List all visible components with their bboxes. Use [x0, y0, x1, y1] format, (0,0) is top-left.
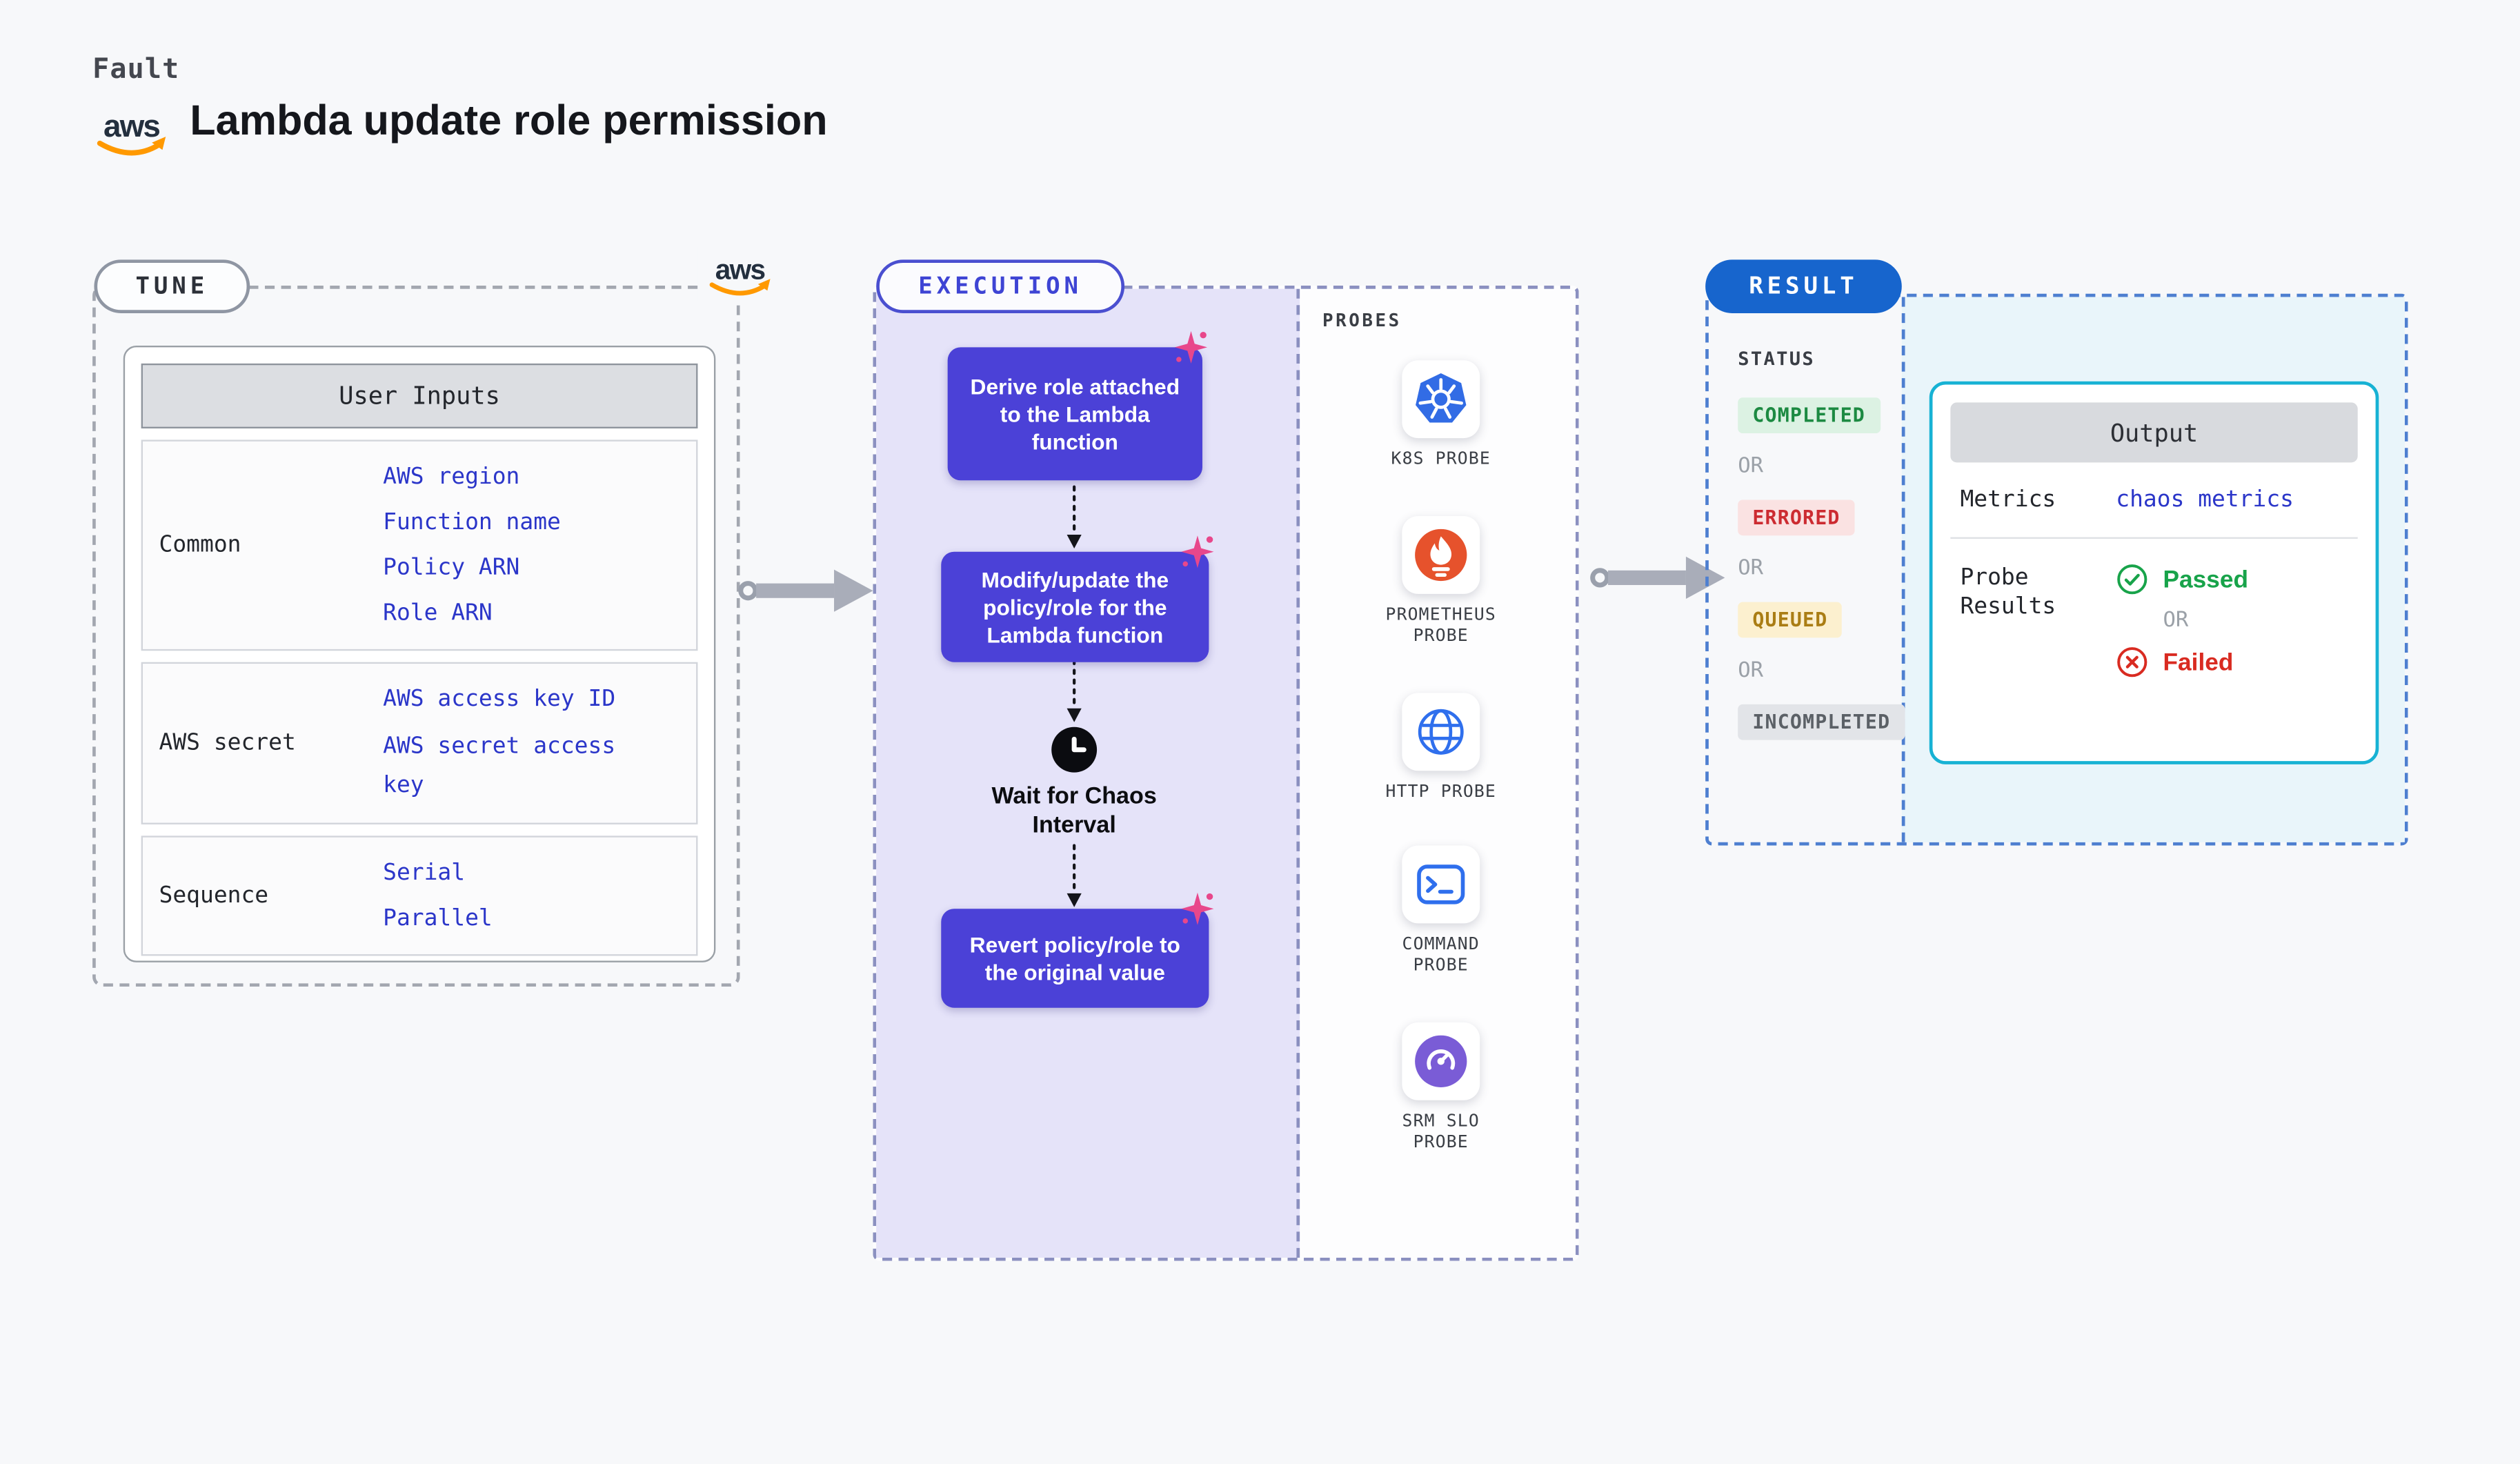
user-inputs-header: User Inputs [141, 363, 698, 428]
svg-text:aws: aws [715, 253, 765, 285]
prometheus-probe-card [1402, 515, 1480, 594]
output-header: Output [1950, 402, 2358, 463]
chaos-sparkle-icon [1181, 892, 1214, 925]
status-column: STATUS COMPLETED OR ERRORED OR QUEUED OR… [1738, 347, 1905, 740]
input-link[interactable]: AWS region [383, 464, 520, 491]
probes-heading: PROBES [1322, 310, 1402, 331]
step-modify-policy: Modify/update the policy/role for the La… [941, 551, 1209, 662]
status-heading: STATUS [1738, 347, 1816, 370]
tune-section [92, 285, 740, 987]
input-link[interactable]: Serial [383, 860, 466, 887]
flow-arrow-tune-to-execution [738, 569, 873, 612]
srm-slo-probe-card [1402, 1022, 1480, 1100]
input-link[interactable]: AWS secret access key [383, 733, 616, 799]
or-label: OR [1738, 556, 1764, 582]
page-title: Lambda update role permission [190, 95, 828, 145]
command-probe-card [1402, 845, 1480, 924]
probe-results-label: Probe Results [1960, 564, 2056, 620]
probe-label-srm-slo: SRM SLO PROBE [1402, 1111, 1480, 1153]
x-circle-icon [2117, 647, 2147, 677]
status-badge-incompleted: INCOMPLETED [1738, 704, 1905, 740]
passed-line: Passed [2116, 563, 2248, 595]
row-label: Sequence [159, 882, 269, 909]
row-values: AWS region Function name Policy ARN Role… [383, 442, 667, 649]
table-row-common: Common AWS region Function name Policy A… [141, 439, 698, 651]
row-label: Common [159, 532, 241, 559]
step-derive-role: Derive role attached to the Lambda funct… [947, 347, 1202, 481]
probe-results-row: Probe Results Passed OR Failed [1950, 539, 2357, 703]
row-values: AWS access key ID AWS secret access key [383, 664, 667, 823]
k8s-probe-card [1402, 360, 1480, 439]
input-link[interactable]: Policy ARN [383, 555, 520, 582]
probe-label-command: COMMAND PROBE [1402, 934, 1480, 976]
svg-text:aws: aws [103, 108, 159, 144]
k8s-probe-icon [1416, 373, 1467, 423]
metrics-row: Metrics chaos metrics [1950, 462, 2358, 539]
command-probe-icon [1417, 864, 1465, 904]
wait-chaos-interval-label: Wait for Chaos Interval [991, 784, 1157, 840]
flow-connector [1066, 844, 1082, 907]
execution-pill: EXECUTION [876, 259, 1125, 313]
clock-icon [1051, 726, 1098, 773]
or-label: OR [1738, 454, 1764, 479]
probe-results-values: Passed OR Failed [2116, 563, 2248, 678]
tune-pill: TUNE [94, 259, 250, 313]
probe-label-k8s: K8S PROBE [1391, 449, 1491, 469]
user-inputs-table: User Inputs Common AWS region Function n… [123, 346, 716, 962]
check-circle-icon [2117, 564, 2147, 595]
table-row-sequence: Sequence Serial Parallel [141, 835, 698, 956]
failed-line: Failed [2116, 646, 2248, 678]
status-badge-completed: COMPLETED [1738, 397, 1881, 434]
flow-arrow-execution-to-result [1590, 556, 1725, 599]
http-probe-card [1402, 693, 1480, 771]
probe-label-http: HTTP PROBE [1385, 782, 1496, 802]
input-link[interactable]: Function name [383, 509, 561, 536]
passed-label: Passed [2163, 565, 2249, 593]
flow-connector [1066, 485, 1082, 549]
metrics-label: Metrics [1960, 486, 2056, 513]
row-values: Serial Parallel [383, 838, 667, 954]
chaos-sparkle-icon [1174, 330, 1208, 364]
aws-logo: aws [97, 108, 166, 156]
input-link[interactable]: AWS access key ID [383, 686, 616, 713]
or-label: OR [1738, 658, 1764, 684]
result-section [1705, 293, 2408, 846]
srm-slo-probe-icon [1415, 1035, 1467, 1087]
input-link[interactable]: Parallel [383, 905, 493, 932]
http-probe-icon [1418, 709, 1464, 755]
table-row-aws-secret: AWS secret AWS access key ID AWS secret … [141, 662, 698, 824]
prometheus-probe-icon [1415, 528, 1467, 582]
row-label: AWS secret [159, 730, 296, 757]
status-badge-queued: QUEUED [1738, 602, 1843, 638]
probe-label-prometheus: PROMETHEUS PROBE [1385, 605, 1496, 646]
failed-label: Failed [2163, 648, 2234, 676]
chaos-sparkle-icon [1181, 535, 1214, 568]
status-badge-errored: ERRORED [1738, 499, 1855, 536]
input-link[interactable]: Role ARN [383, 600, 493, 626]
result-pill: RESULT [1705, 259, 1902, 313]
chaos-metrics-link[interactable]: chaos metrics [2116, 486, 2294, 513]
aws-logo-small: aws [697, 246, 782, 302]
fault-kicker: Fault [92, 53, 180, 86]
or-label: OR [2163, 609, 2189, 633]
output-card: Output Metrics chaos metrics Probe Resul… [1929, 381, 2379, 764]
flow-connector [1066, 659, 1082, 722]
step-revert-policy: Revert policy/role to the original value [941, 909, 1209, 1008]
